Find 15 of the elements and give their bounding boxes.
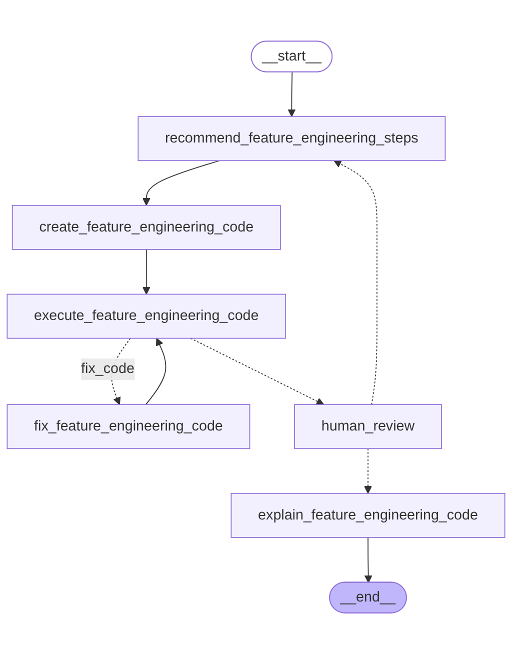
node-box: create_feature_engineering_code <box>12 204 281 250</box>
arrow <box>334 160 378 405</box>
node-box: explain_feature_engineering_code <box>230 492 506 538</box>
arrow <box>364 448 372 494</box>
node-box: human_review <box>294 404 442 450</box>
arrow <box>288 72 296 117</box>
arrow <box>145 338 166 405</box>
arrow <box>364 537 372 584</box>
arrow <box>142 249 150 295</box>
arrow <box>142 160 220 206</box>
node-box: execute_feature_engineering_code <box>6 294 286 339</box>
arrow <box>190 338 324 405</box>
node-box: fix_feature_engineering_code <box>6 404 250 450</box>
edge-label: fix_code <box>81 361 134 376</box>
node-box: recommend_feature_engineering_steps <box>138 116 446 162</box>
